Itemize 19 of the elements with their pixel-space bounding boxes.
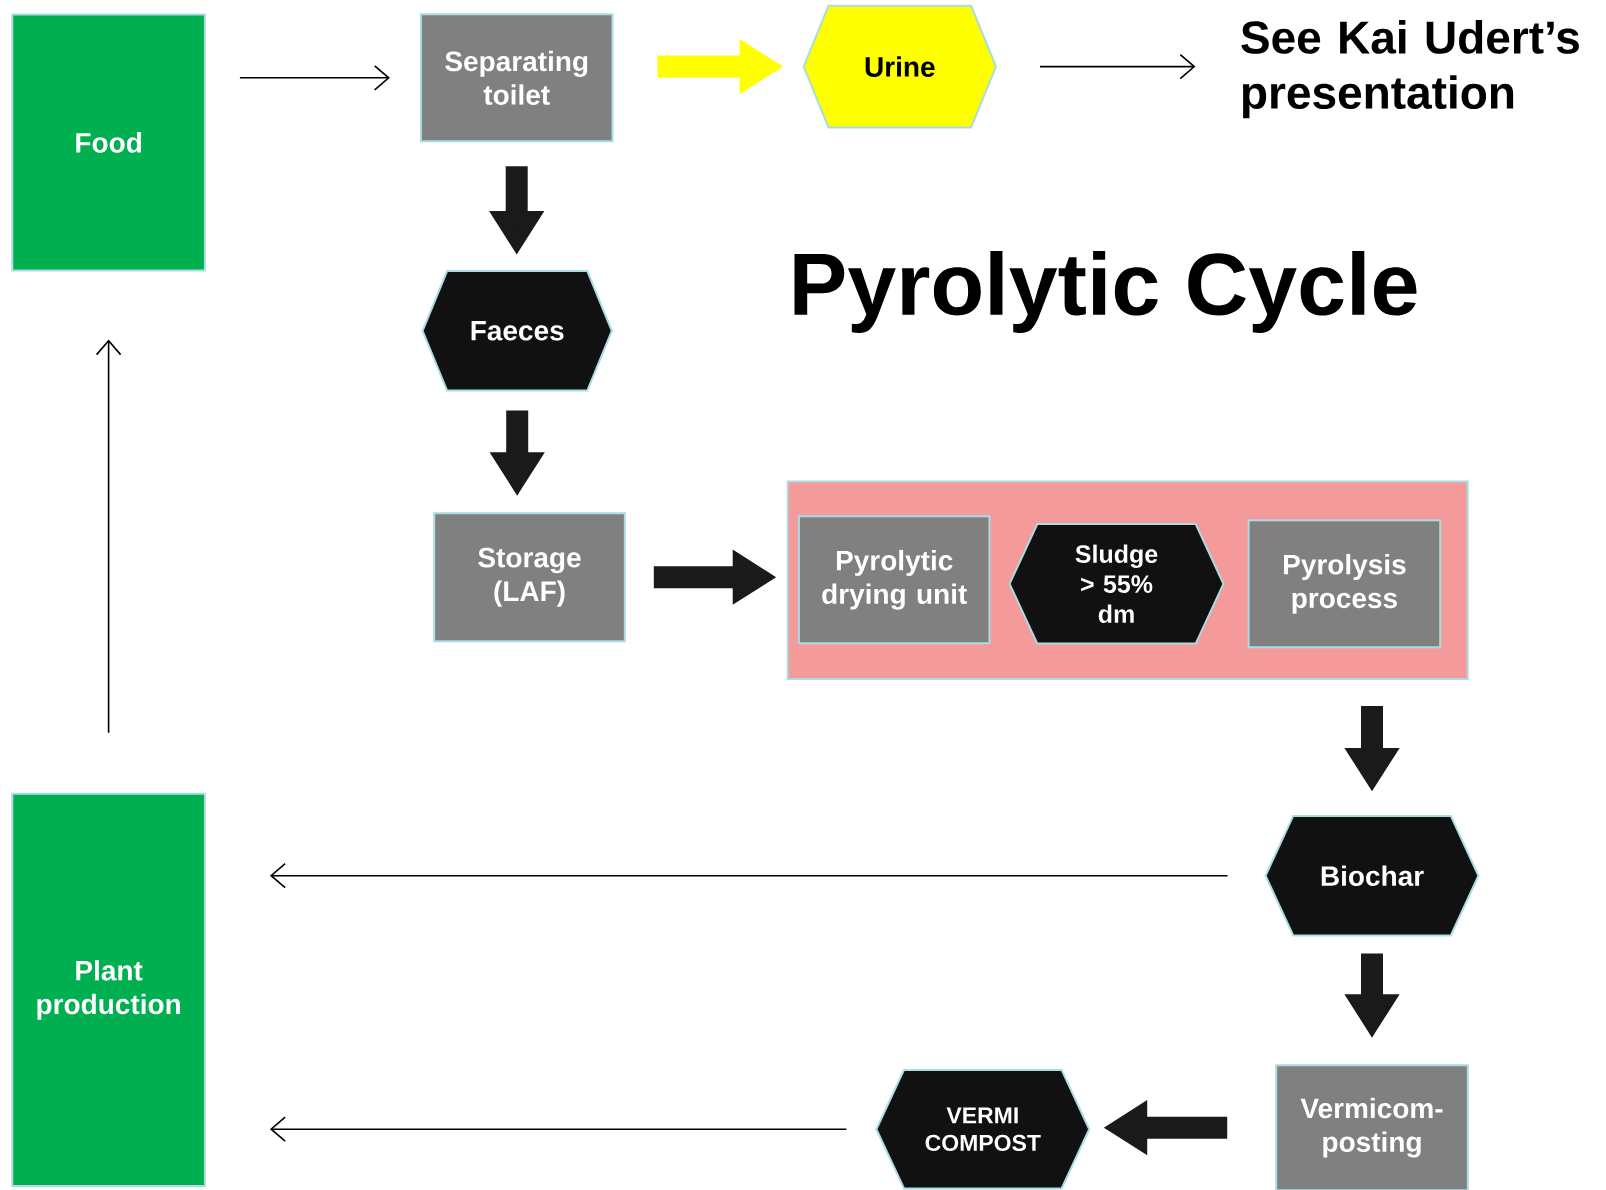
process-box: Pyrolytic drying unit <box>797 515 991 645</box>
process-box: Pyrolysis process <box>1247 519 1442 649</box>
hexagon: Faeces <box>421 270 613 392</box>
process-box: Storage (LAF) <box>433 512 626 643</box>
hexagon: Sludge > 55% dm <box>1008 523 1225 645</box>
title: Pyrolytic Cycle <box>794 250 1417 333</box>
hexagon: Biochar <box>1264 814 1480 937</box>
process-box: Plant production <box>11 792 206 1187</box>
process-box: Food <box>11 13 206 272</box>
arrow <box>269 1116 848 1142</box>
process-box: Separating toilet <box>419 13 614 143</box>
process-box: Vermicom-posting <box>1275 1064 1469 1190</box>
hexagon: VERMI COMPOST <box>875 1068 1091 1190</box>
note-text: See Kai Udert’s presentation <box>1241 20 1579 119</box>
arrow <box>1039 53 1196 80</box>
arrow <box>269 862 1229 889</box>
hexagon: Urine <box>802 4 998 129</box>
arrow <box>95 339 122 734</box>
arrow <box>239 65 390 91</box>
